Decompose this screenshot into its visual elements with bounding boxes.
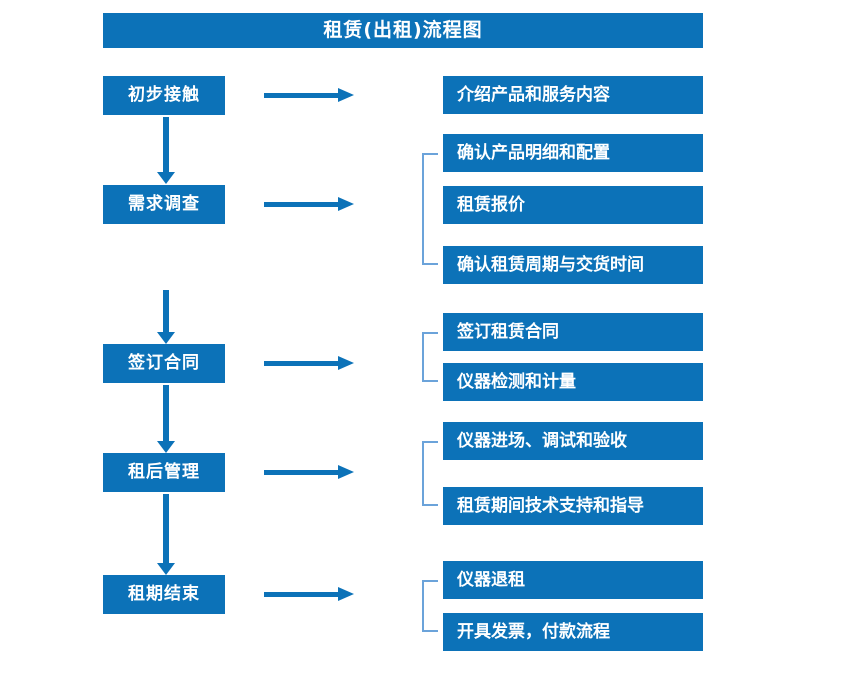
arrow-shaft [264, 202, 340, 207]
detail-box-label: 租赁报价 [457, 194, 525, 215]
diagram-title: 租赁(出租)流程图 [323, 19, 483, 41]
arrow-head [338, 465, 354, 479]
stage-box-label: 租期结束 [128, 584, 200, 604]
stage-box-needs-survey[interactable]: 需求调查 [103, 185, 225, 224]
arrow-shaft [264, 93, 340, 98]
detail-box-invoice-payment[interactable]: 开具发票，付款流程 [443, 613, 703, 651]
stage-box-label: 需求调查 [128, 194, 200, 214]
group-bracket-sign-contract [422, 332, 438, 382]
down-arrow-3-to-4 [157, 385, 175, 453]
group-bracket-needs-survey [422, 153, 438, 265]
right-arrow-stage-2 [264, 197, 354, 211]
stage-box-label: 初步接触 [128, 85, 200, 105]
detail-box-rental-quotation[interactable]: 租赁报价 [443, 186, 703, 224]
detail-box-label: 仪器进场、调试和验收 [457, 430, 627, 451]
down-arrow-4-to-5 [157, 494, 175, 575]
detail-box-label: 租赁期间技术支持和指导 [457, 495, 644, 516]
arrow-shaft [163, 117, 169, 172]
detail-box-confirm-period-delivery[interactable]: 确认租赁周期与交货时间 [443, 246, 703, 284]
stage-box-initial-contact[interactable]: 初步接触 [103, 76, 225, 115]
arrow-head [157, 172, 175, 184]
down-arrow-2-to-3 [157, 290, 175, 344]
arrow-head [157, 563, 175, 575]
right-arrow-stage-1 [264, 88, 354, 102]
detail-box-label: 确认产品明细和配置 [457, 142, 610, 163]
arrow-shaft [163, 385, 169, 441]
right-arrow-stage-5 [264, 587, 354, 601]
arrow-shaft [264, 592, 340, 597]
diagram-title-bar: 租赁(出租)流程图 [103, 13, 703, 48]
detail-box-instrument-inspection[interactable]: 仪器检测和计量 [443, 363, 703, 401]
arrow-head [338, 88, 354, 102]
stage-box-post-rental-management[interactable]: 租后管理 [103, 453, 225, 492]
detail-box-technical-support[interactable]: 租赁期间技术支持和指导 [443, 487, 703, 525]
detail-box-label: 签订租赁合同 [457, 321, 559, 342]
detail-box-introduce-products[interactable]: 介绍产品和服务内容 [443, 76, 703, 114]
group-bracket-rental-end [422, 580, 438, 632]
stage-box-label: 租后管理 [128, 462, 200, 482]
arrow-head [338, 197, 354, 211]
arrow-head [157, 441, 175, 453]
group-bracket-post-rental [422, 441, 438, 506]
detail-box-label: 介绍产品和服务内容 [457, 84, 610, 105]
detail-box-confirm-specs[interactable]: 确认产品明细和配置 [443, 134, 703, 172]
stage-box-rental-end[interactable]: 租期结束 [103, 575, 225, 614]
right-arrow-stage-4 [264, 465, 354, 479]
detail-box-sign-rental-contract[interactable]: 签订租赁合同 [443, 313, 703, 351]
detail-box-label: 仪器检测和计量 [457, 371, 576, 392]
detail-box-instrument-onsite-commissioning[interactable]: 仪器进场、调试和验收 [443, 422, 703, 460]
arrow-head [338, 356, 354, 370]
arrow-head [157, 332, 175, 344]
down-arrow-1-to-2 [157, 117, 175, 184]
detail-box-label: 仪器退租 [457, 569, 525, 590]
stage-box-sign-contract[interactable]: 签订合同 [103, 344, 225, 383]
arrow-head [338, 587, 354, 601]
arrow-shaft [163, 494, 169, 563]
detail-box-label: 开具发票，付款流程 [457, 621, 610, 642]
detail-box-instrument-return[interactable]: 仪器退租 [443, 561, 703, 599]
right-arrow-stage-3 [264, 356, 354, 370]
detail-box-label: 确认租赁周期与交货时间 [457, 254, 644, 275]
arrow-shaft [163, 290, 169, 332]
stage-box-label: 签订合同 [128, 353, 200, 373]
arrow-shaft [264, 470, 340, 475]
arrow-shaft [264, 361, 340, 366]
